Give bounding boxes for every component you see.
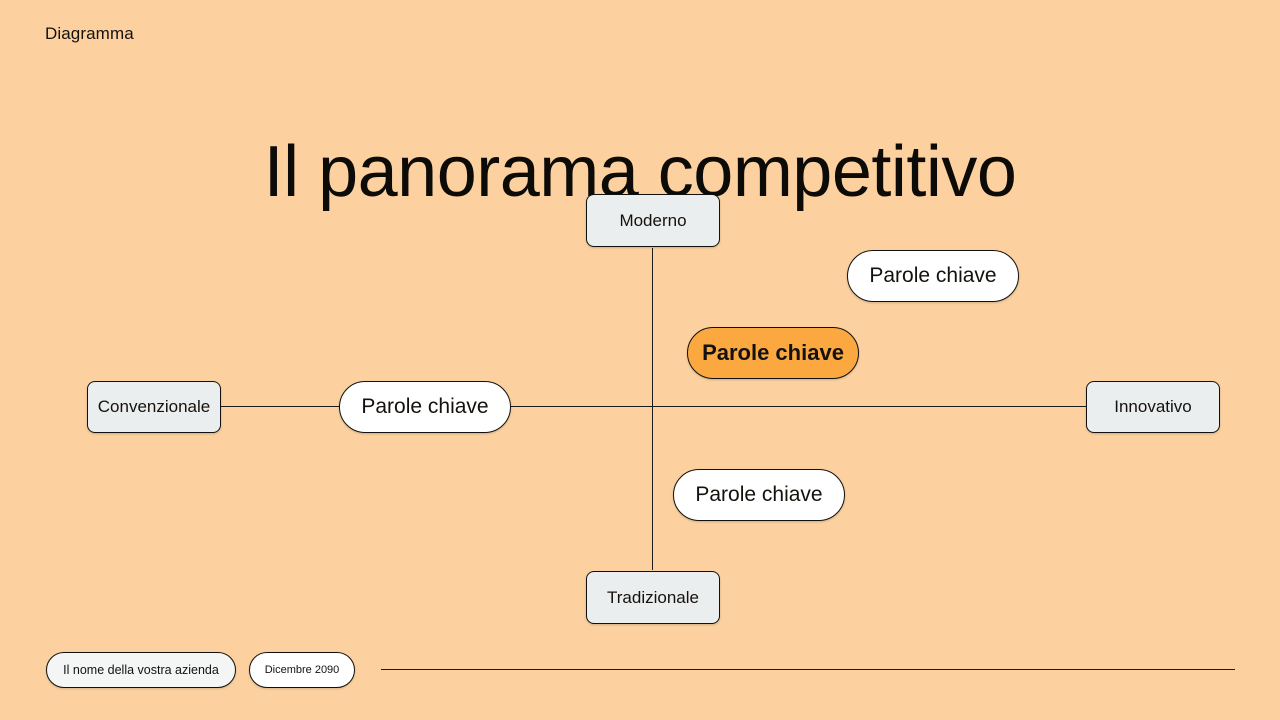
node-label: Parole chiave	[869, 263, 997, 287]
keyword-node-center-left[interactable]: Parole chiave	[339, 381, 511, 433]
keyword-node-bottom-right[interactable]: Parole chiave	[673, 469, 845, 521]
slide-kicker: Diagramma	[45, 24, 134, 43]
node-label: Parole chiave	[361, 394, 489, 418]
footer-divider	[381, 669, 1235, 671]
node-label: Moderno	[619, 210, 687, 230]
node-label: Parole chiave	[695, 482, 823, 506]
footer-company-label: Il nome della vostra azienda	[63, 663, 219, 677]
axis-line-vertical	[652, 248, 654, 570]
axis-label-innovativo[interactable]: Innovativo	[1086, 381, 1220, 433]
axis-label-convenzionale[interactable]: Convenzionale	[87, 381, 221, 433]
keyword-node-highlighted[interactable]: Parole chiave	[687, 327, 859, 379]
node-label: Innovativo	[1114, 397, 1192, 417]
node-label: Tradizionale	[607, 587, 699, 607]
footer-company-badge[interactable]: Il nome della vostra azienda	[46, 652, 236, 688]
axis-line-horizontal	[220, 406, 1088, 408]
node-label: Convenzionale	[97, 397, 211, 417]
axis-label-tradizionale[interactable]: Tradizionale	[586, 571, 720, 624]
footer-date-label: Dicembre 2090	[264, 664, 340, 676]
node-label: Parole chiave	[702, 340, 844, 366]
footer-date-badge[interactable]: Dicembre 2090	[249, 652, 355, 688]
keyword-node-top-right[interactable]: Parole chiave	[847, 250, 1019, 302]
axis-label-moderno[interactable]: Moderno	[586, 194, 720, 247]
